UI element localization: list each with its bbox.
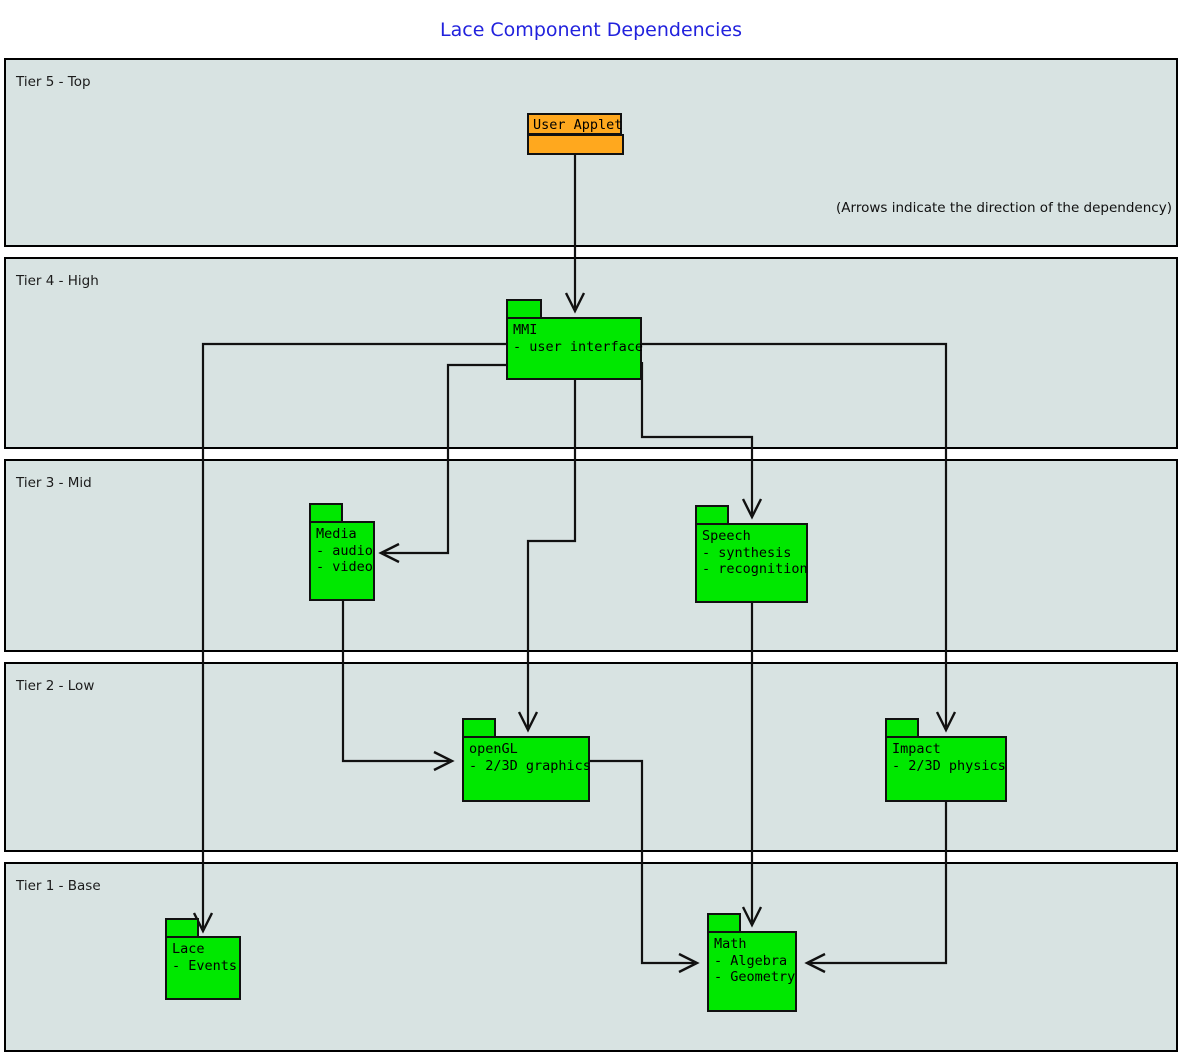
wire-mmi-to-media [378, 363, 506, 564]
tier-label-tier4: Tier 4 - High [16, 273, 99, 289]
package-name-media: Media [316, 526, 357, 542]
package-item: - recognition [702, 561, 808, 577]
user-applet-label: User Applet [527, 113, 622, 135]
page-title: Lace Component Dependencies [440, 19, 742, 41]
package-node-lace[interactable]: Lace- Events [165, 918, 241, 1000]
user-applet-body [527, 134, 624, 155]
package-item: - user interface [513, 338, 644, 355]
package-item: - Geometry [714, 969, 796, 985]
wire-mmi-to-lace [192, 342, 506, 934]
wire-media-to-opengl [341, 521, 455, 772]
package-node-speech[interactable]: Speech- synthesis- recognition [695, 505, 808, 603]
wire-impact-to-math [804, 784, 948, 974]
wire-applet-to-mmi [564, 154, 586, 314]
package-item: - 2/3D graphics [469, 757, 591, 774]
package-name-mmi: MMI [513, 322, 538, 338]
wire-mmi-to-impact [642, 342, 957, 733]
package-tab-impact [885, 718, 919, 738]
package-body-media: Media- audio- video [309, 521, 375, 601]
tier-box-tier2 [4, 662, 1178, 852]
tier-label-tier1: Tier 1 - Base [16, 878, 101, 894]
package-item: - video [316, 559, 373, 575]
package-tab-media [309, 503, 343, 523]
package-body-impact: Impact- 2/3D physics [885, 736, 1007, 802]
tier-label-tier3: Tier 3 - Mid [16, 475, 92, 491]
user-applet-node[interactable]: User Applet [527, 113, 624, 155]
wire-speech-to-math [741, 585, 763, 928]
package-tab-lace [165, 918, 199, 938]
package-item: - Algebra [714, 952, 788, 969]
package-name-opengl: openGL [469, 741, 518, 757]
package-tab-math [707, 913, 741, 933]
package-node-impact[interactable]: Impact- 2/3D physics [885, 718, 1007, 802]
package-node-math[interactable]: Math- Algebra- Geometry [707, 913, 797, 1012]
package-node-mmi[interactable]: MMI- user interface [506, 299, 644, 380]
tier-box-tier3 [4, 459, 1178, 652]
package-item: - 2/3D physics [892, 757, 1006, 774]
package-item: - audio [316, 542, 373, 559]
package-body-lace: Lace- Events [165, 936, 241, 1000]
package-name-lace: Lace [172, 941, 205, 957]
arrow-direction-note: (Arrows indicate the direction of the de… [836, 200, 1172, 216]
package-node-opengl[interactable]: openGL- 2/3D graphics [462, 718, 591, 802]
package-body-math: Math- Algebra- Geometry [707, 931, 797, 1012]
package-item: - synthesis [702, 544, 792, 561]
package-name-impact: Impact [892, 741, 941, 757]
tier-label-tier2: Tier 2 - Low [16, 678, 95, 694]
tier-label-tier5: Tier 5 - Top [16, 74, 91, 90]
wire-mmi-to-opengl [517, 362, 577, 733]
package-name-math: Math [714, 936, 747, 952]
package-tab-opengl [462, 718, 496, 738]
package-item: - Events [172, 957, 238, 974]
package-body-speech: Speech- synthesis- recognition [695, 523, 808, 603]
wire-mmi-to-speech [640, 362, 763, 520]
package-body-opengl: openGL- 2/3D graphics [462, 736, 591, 802]
package-tab-speech [695, 505, 729, 525]
package-body-mmi: MMI- user interface [506, 317, 644, 380]
wire-opengl-to-math [590, 759, 700, 974]
package-tab-mmi [506, 299, 542, 319]
package-name-speech: Speech [702, 528, 751, 544]
package-node-media[interactable]: Media- audio- video [309, 503, 375, 601]
